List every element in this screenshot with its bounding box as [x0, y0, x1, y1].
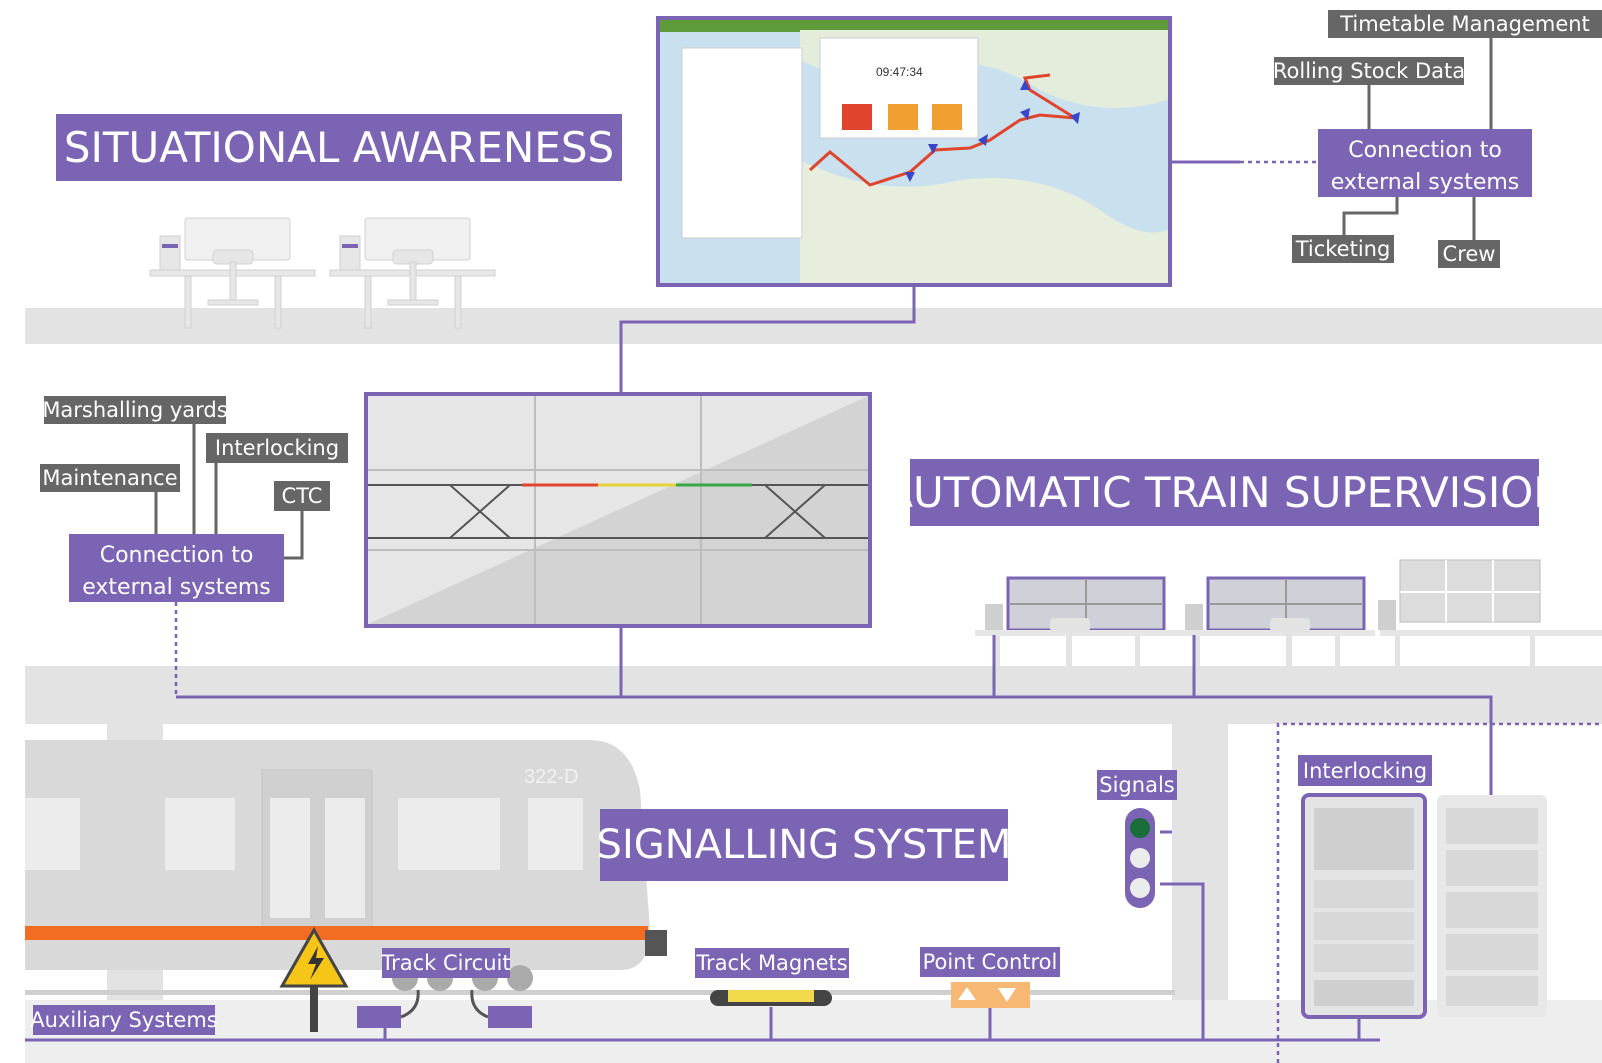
high-voltage-warning-icon [279, 926, 349, 1032]
workstation-2-accent [342, 244, 358, 248]
ats-workstation-3 [1378, 559, 1602, 692]
connection-external-left-line1: Connection to [99, 543, 254, 568]
track-display [364, 392, 872, 628]
map-time-readout: 09:47:34 [876, 65, 923, 79]
track-magnet [710, 990, 832, 1006]
interlocking-external-tag: Interlocking [206, 433, 348, 463]
auxiliary-systems-tag: Auxiliary Systems [30, 1005, 218, 1035]
ats-workstation-2 [1175, 576, 1375, 692]
connection-external-top-line2: external systems [1330, 170, 1520, 195]
connection-external-left: Connection to external systems [69, 534, 284, 602]
track-circuit-box-1 [357, 1006, 401, 1028]
ticketing-tag: Ticketing [1292, 235, 1394, 263]
connection-external-left-line2: external systems [82, 575, 271, 600]
signal-head [1125, 808, 1155, 908]
train-number: 322-D [524, 766, 579, 788]
track-circuit-tag: Track Circuit [381, 948, 511, 978]
signals-tag: Signals [1097, 770, 1177, 800]
automatic-train-supervision-title: AUTOMATIC TRAIN SUPERVISION [884, 459, 1565, 526]
upper-floor [25, 308, 1602, 344]
track-magnets-tag: Track Magnets [695, 948, 849, 978]
track-circuit-box-2 [488, 1006, 532, 1028]
workstation-1-accent [162, 244, 178, 248]
crew-tag: Crew [1438, 240, 1500, 268]
point-control-tag: Point Control [920, 947, 1060, 977]
interlocking-field-tag: Interlocking [1298, 755, 1432, 786]
rolling-stock-data-tag: Rolling Stock Data [1272, 57, 1466, 85]
workstation-1 [149, 217, 316, 329]
interlocking-cabinet [1301, 793, 1547, 1019]
tag-connectors [154, 38, 1493, 560]
point-control [951, 982, 1030, 1008]
train [25, 740, 667, 970]
track-circuit-wires [400, 989, 489, 1019]
marshalling-yards-tag: Marshalling yards [42, 396, 228, 424]
ctc-tag: CTC [274, 481, 330, 511]
map-screen [656, 16, 1172, 287]
situational-awareness-title: SITUATIONAL AWARENESS [56, 114, 622, 181]
signalling-system-title: SIGNALLING SYSTEM [597, 809, 1011, 881]
connection-external-top-line1: Connection to [1348, 138, 1502, 163]
maintenance-tag: Maintenance [40, 464, 180, 492]
dotted-lines [174, 160, 1602, 1063]
middle-floor [25, 666, 1602, 724]
rail [25, 990, 1175, 995]
timetable-management-tag: Timetable Management [1328, 10, 1602, 38]
connection-external-top: Connection to external systems [1318, 129, 1532, 197]
connection-lines [25, 160, 1493, 1042]
ats-workstation-1 [975, 576, 1175, 692]
